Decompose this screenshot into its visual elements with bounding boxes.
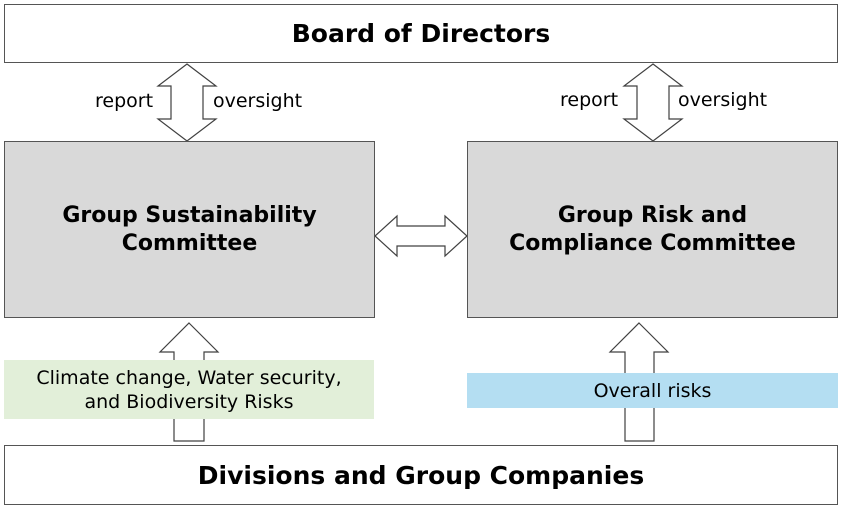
divisions-box: Divisions and Group Companies (4, 445, 838, 505)
climate-risks-line2: and Biodiversity Risks (84, 390, 294, 413)
divisions-title: Divisions and Group Companies (197, 460, 645, 490)
climate-risks-band: Climate change, Water security, and Biod… (4, 360, 374, 419)
overall-risks-label: Overall risks (593, 379, 712, 402)
right-report-oversight-arrow (622, 63, 684, 142)
board-of-directors-box: Board of Directors (4, 4, 838, 63)
climate-risks-line1: Climate change, Water security, (36, 366, 342, 389)
sustainability-committee-line1: Group Sustainability (62, 202, 317, 228)
risk-committee-line2: Compliance Committee (509, 230, 796, 256)
left-report-oversight-arrow (156, 63, 218, 142)
board-title: Board of Directors (291, 19, 551, 48)
sustainability-committee-box: Group Sustainability Committee (4, 141, 375, 318)
left-report-label: report (95, 90, 154, 112)
left-oversight-label: oversight (213, 90, 303, 112)
committee-link-arrow (374, 214, 468, 258)
right-report-label: report (560, 89, 619, 111)
overall-risks-band: Overall risks (467, 373, 838, 408)
right-oversight-label: oversight (678, 89, 768, 111)
risk-committee-box: Group Risk and Compliance Committee (467, 141, 838, 318)
sustainability-committee-line2: Committee (121, 230, 258, 256)
risk-committee-line1: Group Risk and (557, 202, 748, 228)
